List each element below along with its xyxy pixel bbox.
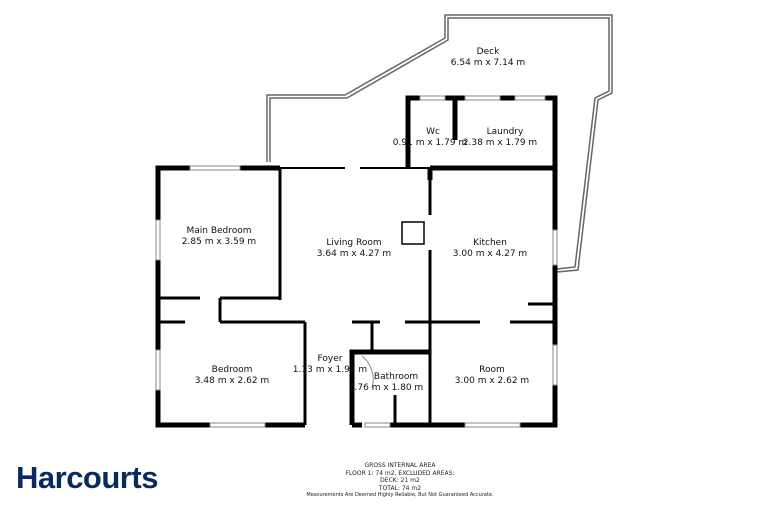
area-disclaimer: Measurements Are Deemed Highly Reliable,… — [306, 492, 494, 498]
room-size-deck: 6.54 m x 7.14 m — [451, 58, 525, 68]
room-name-foyer: Foyer — [318, 354, 343, 364]
deck-outline — [266, 14, 613, 273]
room-size-room: 3.00 m x 2.62 m — [455, 376, 529, 386]
area-floor: FLOOR 1: 74 m2, EXCLUDED AREAS: — [345, 469, 455, 477]
area-deck: DECK: 21 m2 — [380, 477, 420, 484]
area-title: GROSS INTERNAL AREA — [364, 462, 436, 469]
harcourts-logo: Harcourts — [16, 460, 158, 495]
fireplace — [401, 221, 425, 245]
room-size-main-bedroom: 2.85 m x 3.59 m — [182, 237, 256, 247]
room-size-laundry: 2.38 m x 1.79 m — [463, 138, 537, 148]
area-total: TOTAL: 74 m2 — [378, 484, 422, 492]
room-name-deck: Deck — [477, 47, 500, 57]
room-size-foyer: 1.13 m x 1.97 m — [293, 365, 367, 375]
room-name-bathroom: Bathroom — [374, 372, 418, 382]
room-name-bedroom: Bedroom — [212, 365, 253, 375]
room-size-wc: 0.91 m x 1.79 m — [393, 138, 467, 148]
room-size-kitchen: 3.00 m x 4.27 m — [453, 249, 527, 259]
room-name-room: Room — [479, 365, 505, 375]
room-name-main-bedroom: Main Bedroom — [186, 226, 251, 236]
room-size-living-room: 3.64 m x 4.27 m — [317, 249, 391, 259]
room-labels: Deck 6.54 m x 7.14 m Wc 0.91 m x 1.79 m … — [182, 47, 537, 393]
room-name-kitchen: Kitchen — [473, 238, 507, 248]
room-name-laundry: Laundry — [487, 127, 524, 137]
bathroom-door-swing — [361, 355, 374, 389]
room-size-bathroom: 1.76 m x 1.80 m — [349, 383, 423, 393]
room-name-wc: Wc — [426, 127, 440, 137]
room-name-living-room: Living Room — [326, 238, 381, 248]
windows — [155, 95, 558, 428]
room-size-bedroom: 3.48 m x 2.62 m — [195, 376, 269, 386]
area-summary: GROSS INTERNAL AREA FLOOR 1: 74 m2, EXCL… — [250, 462, 550, 500]
